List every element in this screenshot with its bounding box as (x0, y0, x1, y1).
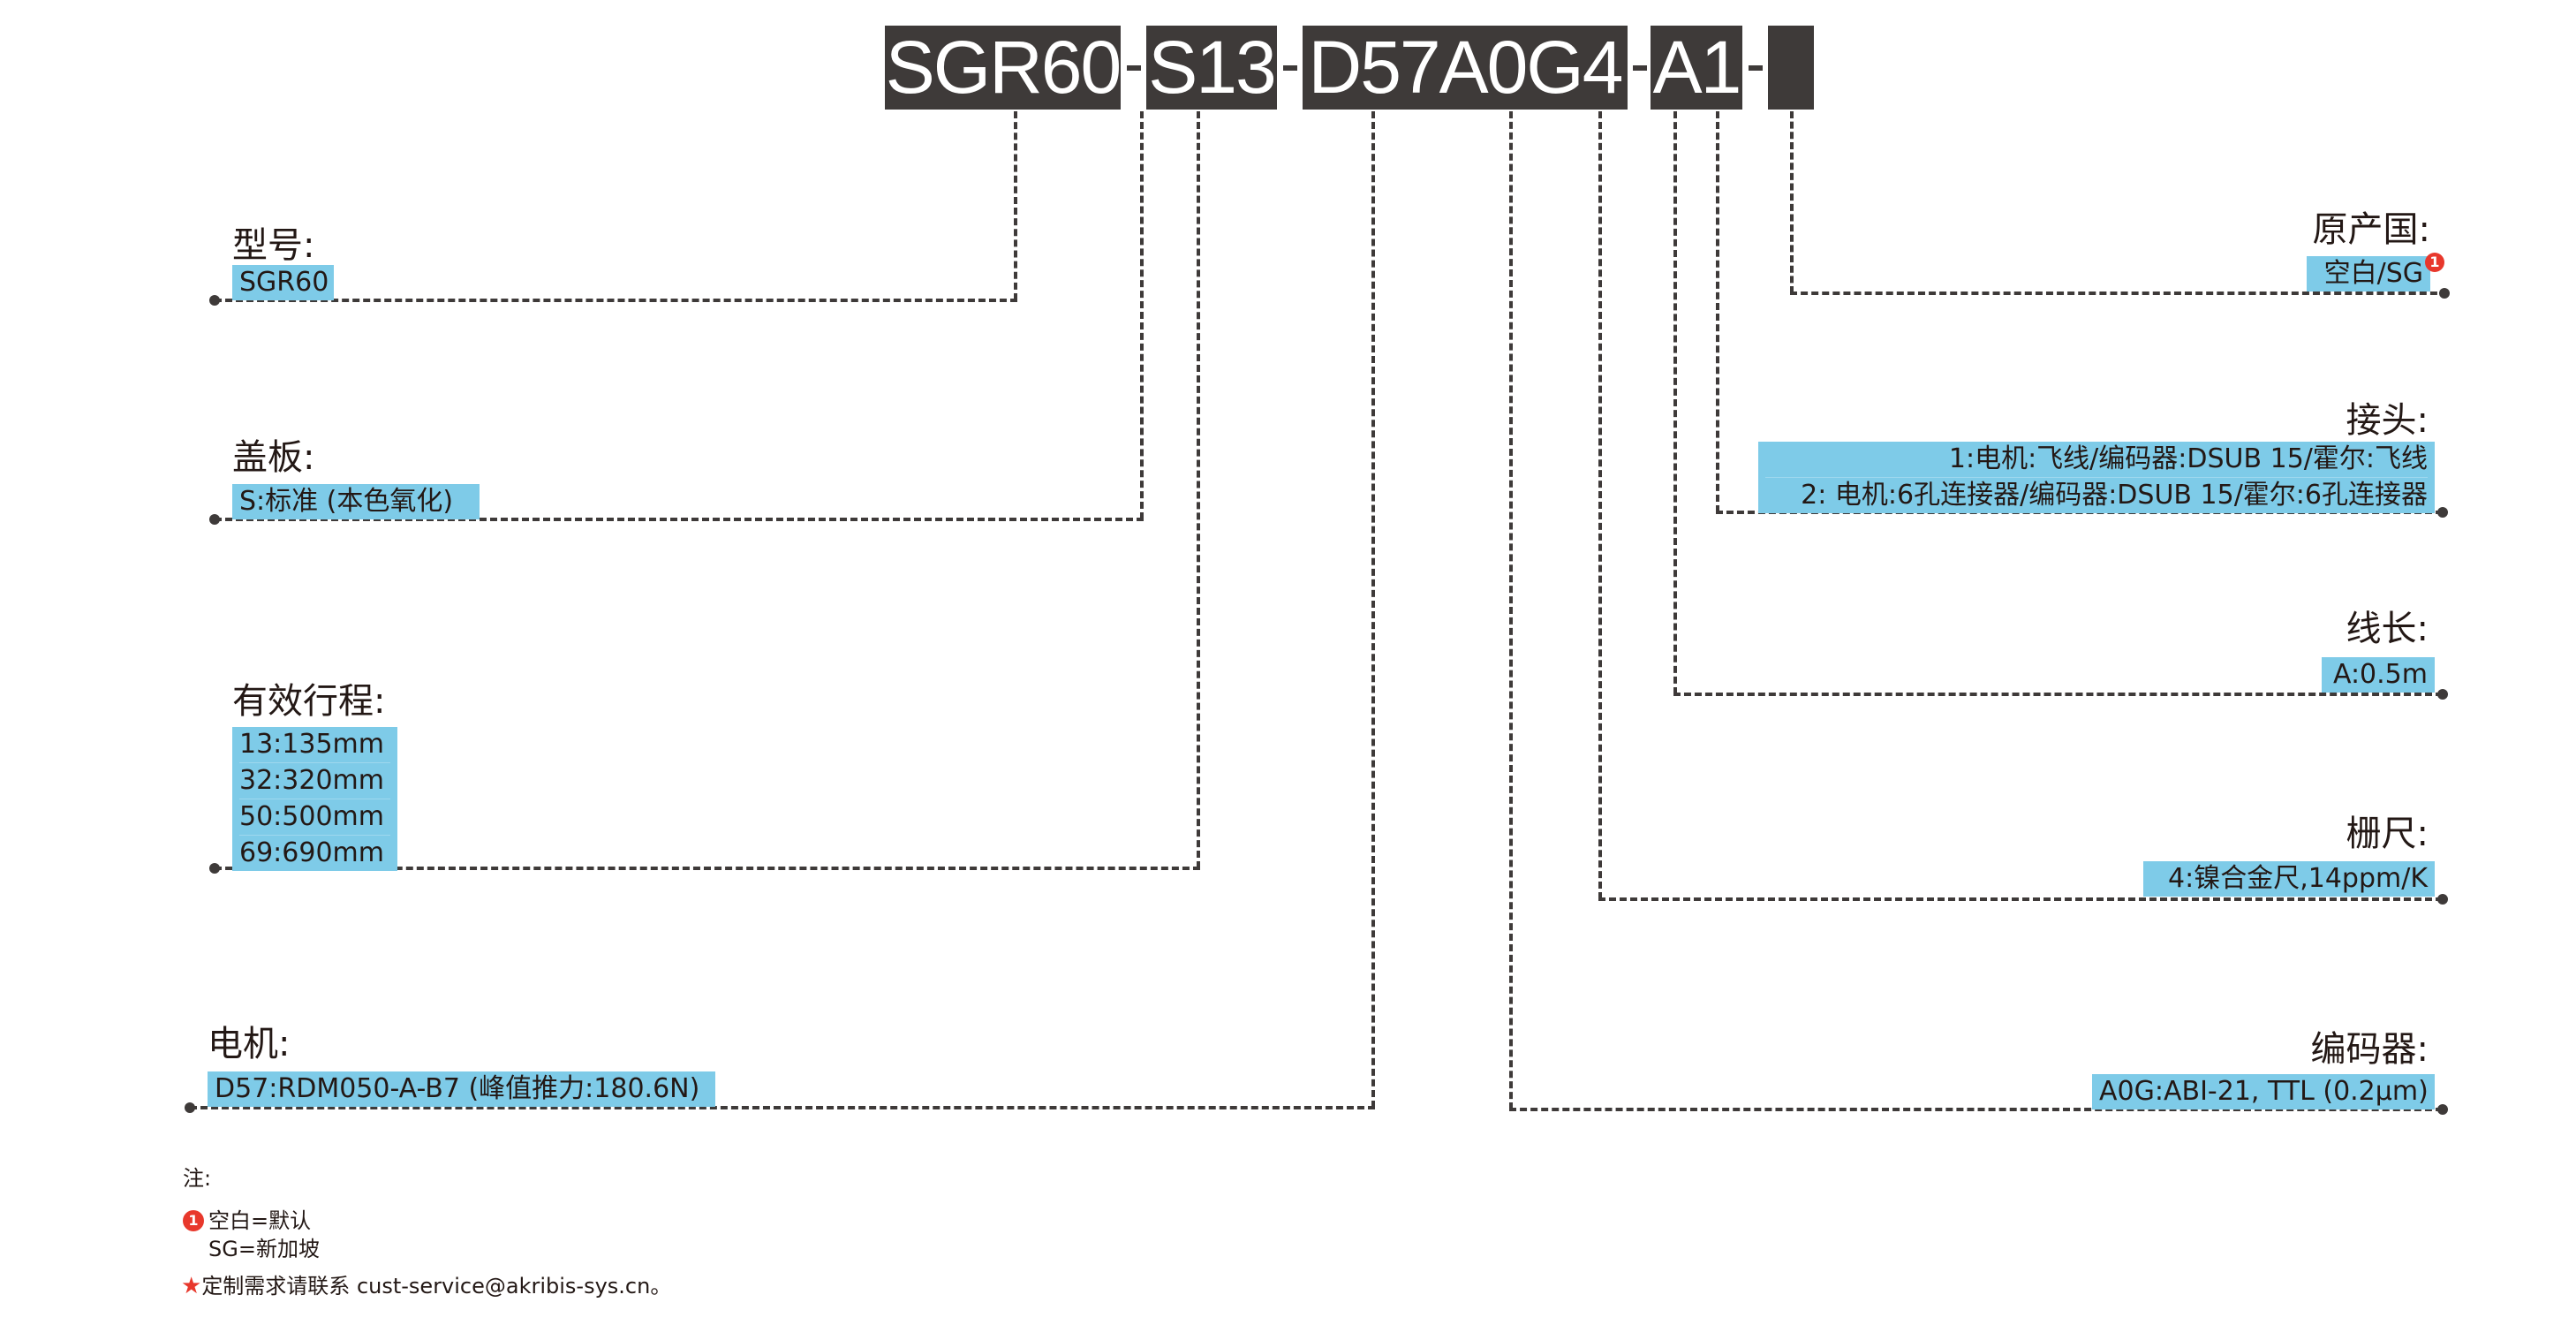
footnote-badge: 1 (2425, 253, 2444, 272)
leader-vertical (1014, 111, 1017, 300)
field-value-origin: 空白/SG (2307, 256, 2430, 292)
leader-dot (185, 1102, 195, 1113)
code-separator (1283, 65, 1297, 71)
leader-horizontal (190, 1106, 1375, 1109)
leader-vertical (1790, 111, 1794, 293)
field-value-stroke: 13:135mm 32:320mm 50:500mm 69:690mm (232, 727, 397, 871)
notes-heading: 注: (183, 1166, 212, 1191)
field-title-origin: 原产国: (2312, 209, 2430, 250)
leader-vertical (1716, 111, 1719, 512)
leader-dot (209, 514, 220, 525)
leader-horizontal (1509, 1108, 2443, 1111)
field-value-model: SGR60 (232, 265, 334, 300)
footnote-badge: 1 (183, 1210, 204, 1231)
leader-dot (209, 295, 220, 306)
leader-dot (2439, 288, 2450, 299)
code-segment-motor-encoder-scale: D57A0G4 (1303, 26, 1628, 110)
field-value-cover: S:标准 (本色氧化) (232, 484, 480, 519)
code-segment-model: SGR60 (885, 26, 1122, 110)
field-value-motor: D57:RDM050-A-B7 (峰值推力:180.6N) (208, 1071, 715, 1107)
leader-horizontal (1790, 292, 2448, 295)
leader-dot (2437, 1104, 2448, 1115)
leader-vertical (1371, 111, 1375, 1108)
leader-vertical (1673, 111, 1677, 694)
leader-dot (209, 863, 220, 874)
contact-text: 定制需求请联系 cust-service@akribis-sys.cn。 (201, 1274, 672, 1298)
value-row: 69:690mm (239, 837, 384, 868)
field-value-scale: 4:镍合金尺,14ppm/K (2143, 861, 2435, 897)
leader-horizontal (215, 867, 1200, 870)
code-segment-origin (1768, 26, 1814, 110)
note-contact: ★定制需求请联系 cust-service@akribis-sys.cn。 (181, 1272, 671, 1300)
field-value-encoder: A0G:ABI-21, TTL (0.2μm) (2092, 1074, 2435, 1109)
field-title-motor: 电机: (208, 1024, 291, 1064)
leader-vertical (1140, 111, 1144, 519)
value-row: D57:RDM050-A-B7 (峰值推力:180.6N) (215, 1073, 700, 1104)
leader-horizontal (1673, 693, 2443, 696)
value-row: 32:320mm (239, 763, 390, 799)
value-row: 50:500mm (239, 799, 390, 836)
value-row: 4:镍合金尺,14ppm/K (2168, 863, 2428, 894)
leader-horizontal (215, 518, 1144, 521)
field-title-model: 型号: (232, 225, 315, 266)
leader-vertical (1197, 111, 1200, 868)
value-row: 1:电机:飞线/编码器:DSUB 15/霍尔:飞线 (1765, 442, 2428, 478)
value-row: A0G:ABI-21, TTL (0.2μm) (2099, 1076, 2429, 1107)
field-value-connector: 1:电机:飞线/编码器:DSUB 15/霍尔:飞线 2: 电机:6孔连接器/编码… (1758, 442, 2435, 513)
code-separator (1127, 65, 1141, 71)
field-title-cable-length: 线长: (2346, 609, 2429, 649)
field-title-connector: 接头: (2346, 400, 2429, 441)
leader-dot (2437, 894, 2448, 905)
field-value-cable-length: A:0.5m (2322, 657, 2435, 693)
leader-dot (2437, 507, 2448, 518)
field-title-encoder: 编码器: (2310, 1029, 2429, 1070)
value-row: 13:135mm (239, 727, 390, 763)
code-separator (1633, 65, 1647, 71)
field-title-cover: 盖板: (232, 437, 315, 478)
leader-dot (2437, 689, 2448, 700)
field-title-scale: 栅尺: (2346, 814, 2429, 854)
leader-vertical (1598, 111, 1602, 899)
value-row: SGR60 (239, 267, 329, 298)
note-singapore: SG=新加坡 (208, 1237, 320, 1261)
value-row: 2: 电机:6孔连接器/编码器:DSUB 15/霍尔:6孔连接器 (1801, 480, 2428, 511)
star-icon: ★ (181, 1273, 202, 1299)
leader-horizontal (215, 299, 1017, 302)
value-row: S:标准 (本色氧化) (239, 486, 454, 517)
field-title-stroke: 有效行程: (232, 681, 386, 722)
code-separator (1749, 65, 1763, 71)
code-segment-cover-stroke: S13 (1146, 26, 1277, 110)
value-row: 空白/SG (2323, 258, 2423, 289)
code-segment-cable-connector: A1 (1651, 26, 1742, 110)
leader-vertical (1509, 111, 1513, 1109)
note-default: 空白=默认 (208, 1208, 312, 1233)
leader-horizontal (1598, 897, 2443, 901)
value-row: A:0.5m (2332, 659, 2428, 690)
